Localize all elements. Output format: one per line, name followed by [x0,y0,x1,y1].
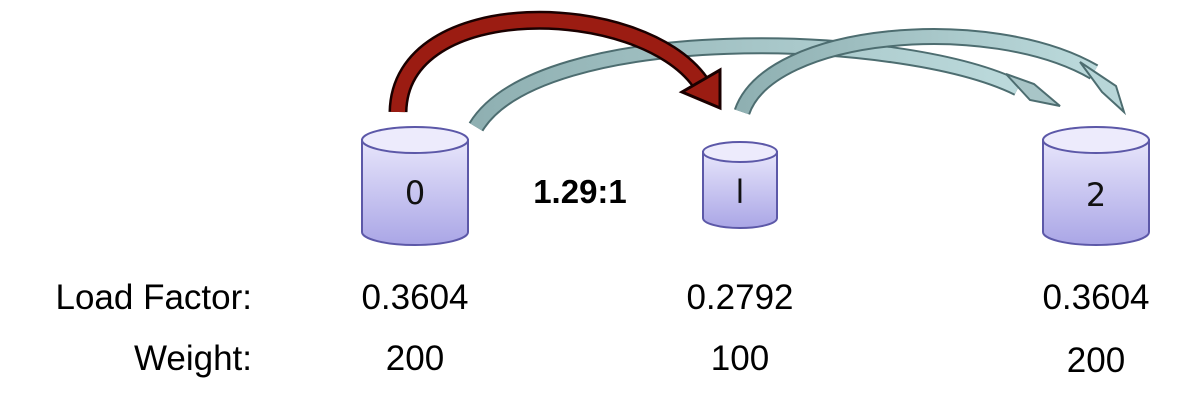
storage-drum-2: 2 [1042,126,1150,246]
drum-label-0: 0 [405,174,425,212]
weight-row-label: Weight: [134,339,252,378]
load-factor-value-0: 0.3604 [361,278,468,317]
arrow-l-to-2 [733,28,1127,116]
storage-drum-0: 0 [361,126,469,246]
drum-label-l: l [736,173,745,211]
weight-value-l: 100 [711,339,769,378]
arrow-0-to-l [388,10,722,113]
storage-drum-l: l [702,141,778,229]
ratio-label: 1.29:1 [533,173,627,210]
arrow-0-to-2 [468,37,1061,132]
weight-value-0: 200 [386,339,444,378]
load-factor-value-l: 0.2792 [686,278,793,317]
drum-label-2: 2 [1086,176,1106,214]
load-factor-value-2: 0.3604 [1042,278,1149,317]
weight-value-2: 200 [1067,341,1125,380]
load-factor-row-label: Load Factor: [56,278,253,317]
